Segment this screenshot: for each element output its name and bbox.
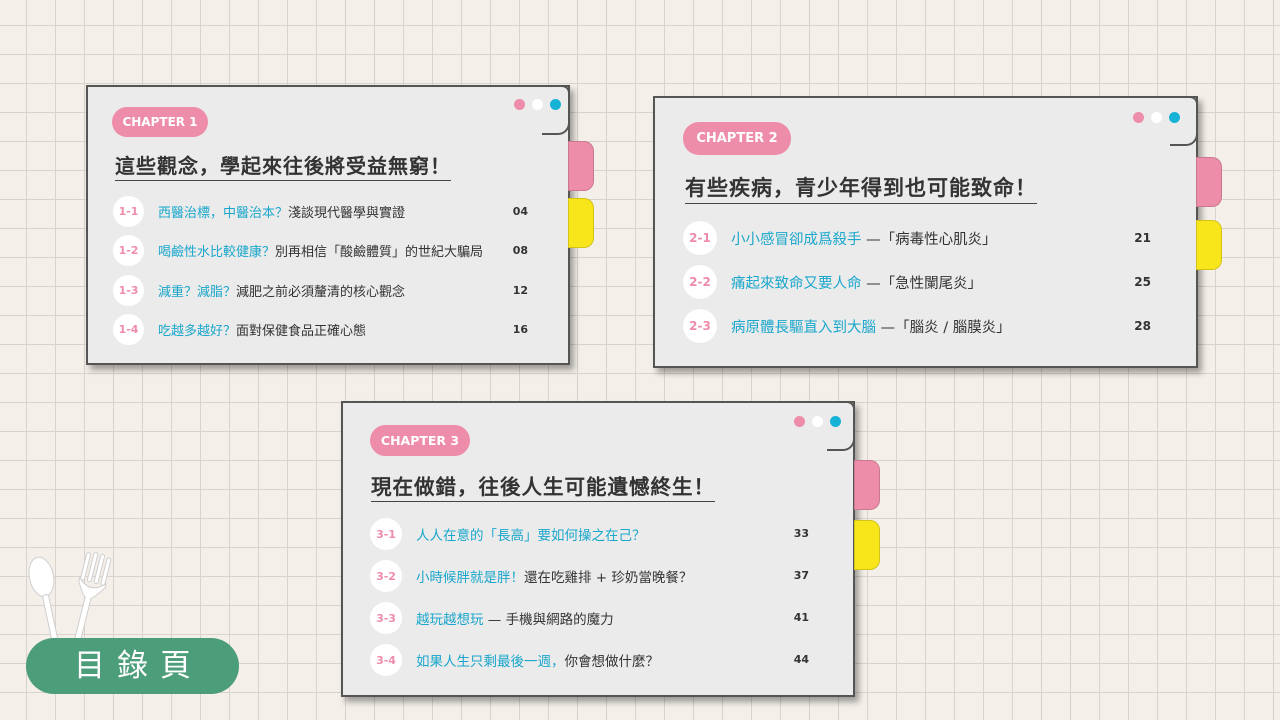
toc-entry[interactable]: 2-1 小小感冒卻成爲殺手 —「病毒性心肌炎」 — [683, 221, 997, 255]
white-dot-icon — [1151, 112, 1162, 123]
fork-icon — [73, 552, 112, 644]
page-number: 12 — [512, 284, 528, 297]
entry-number: 3-2 — [370, 560, 402, 592]
entry-text: 痛起來致命又要人命 —「急性闌尾炎」 — [731, 272, 982, 293]
toc-entry[interactable]: 2-2 痛起來致命又要人命 —「急性闌尾炎」 — [683, 265, 982, 299]
window-dots — [514, 99, 561, 110]
entry-highlight: 人人在意的「長高」要如何操之在己？ — [416, 528, 646, 544]
chapter1-card: CHAPTER 1 這些觀念，學起來往後將受益無窮！ 1-1 西醫治標，中醫治本… — [86, 85, 570, 365]
entry-highlight: 吃越多越好？ — [158, 324, 237, 339]
entry-number: 2-1 — [683, 221, 717, 255]
chapter3-title: 現在做錯，往後人生可能遺憾終生！ — [371, 470, 715, 502]
chapter2-card: CHAPTER 2 有些疾病，青少年得到也可能致命！ 2-1 小小感冒卻成爲殺手… — [653, 96, 1198, 368]
toc-entry[interactable]: 1-3 減重？減脂？減肥之前必須釐清的核心觀念 — [113, 275, 405, 306]
entry-rest: 淺談現代醫學與實證 — [288, 206, 406, 221]
entry-text: 小小感冒卻成爲殺手 —「病毒性心肌炎」 — [731, 228, 997, 249]
entry-number: 2-3 — [683, 309, 717, 343]
toc-entry[interactable]: 1-2 喝鹼性水比較健康？別再相信「酸鹼體質」的世紀大騙局 — [113, 235, 483, 266]
entry-rest: 你會想做什麼？ — [564, 654, 660, 670]
entry-text: 如果人生只剩最後一週，你會想做什麼？ — [416, 650, 659, 670]
entry-highlight: 西醫治標，中醫治本？ — [158, 206, 289, 221]
entry-highlight: 減重？減脂？ — [158, 285, 237, 300]
toc-entry[interactable]: 3-4 如果人生只剩最後一週，你會想做什麼？ — [370, 644, 659, 676]
entry-highlight: 越玩越想玩 — [416, 612, 484, 628]
entry-text: 病原體長驅直入到大腦 —「腦炎 / 腦膜炎」 — [731, 316, 1011, 337]
entry-highlight: 小時候胖就是胖！ — [416, 570, 524, 586]
toc-entry[interactable]: 3-2 小時候胖就是胖！還在吃雞排 + 珍奶當晚餐？ — [370, 560, 692, 592]
toc-entry[interactable]: 1-1 西醫治標，中醫治本？淺談現代醫學與實證 — [113, 196, 405, 227]
entry-number: 3-3 — [370, 602, 402, 634]
page-number: 28 — [1134, 319, 1151, 333]
blue-dot-icon — [830, 416, 841, 427]
window-dots — [1133, 112, 1180, 123]
card-notch — [542, 85, 570, 135]
blue-dot-icon — [1169, 112, 1180, 123]
toc-entry[interactable]: 3-3 越玩越想玩 — 手機與網路的魔力 — [370, 602, 614, 634]
entry-text: 小時候胖就是胖！還在吃雞排 + 珍奶當晚餐？ — [416, 566, 692, 586]
toc-entry[interactable]: 1-4 吃越多越好？面對保健食品正確心態 — [113, 314, 366, 345]
spoon-icon — [28, 556, 59, 644]
entry-highlight: 喝鹼性水比較健康？ — [158, 245, 276, 260]
chapter2-tab-pink[interactable] — [1196, 157, 1222, 207]
entry-number: 1-2 — [113, 235, 144, 266]
pink-dot-icon — [514, 99, 525, 110]
entry-text: 人人在意的「長高」要如何操之在己？ — [416, 524, 646, 544]
entry-rest: 還在吃雞排 + 珍奶當晚餐？ — [524, 570, 693, 586]
page-number: 08 — [512, 244, 528, 257]
chapter2-pill: CHAPTER 2 — [683, 122, 791, 155]
page-number: 37 — [793, 569, 809, 582]
entry-number: 3-4 — [370, 644, 402, 676]
pink-dot-icon — [1133, 112, 1144, 123]
entry-highlight: 如果人生只剩最後一週， — [416, 654, 565, 670]
entry-text: 吃越多越好？面對保健食品正確心態 — [158, 320, 366, 339]
table-of-contents-badge: 目錄頁 — [26, 638, 239, 694]
chapter3-tab-yellow[interactable] — [854, 520, 880, 570]
chapter2-tab-yellow[interactable] — [1196, 220, 1222, 270]
entry-rest: — 手機與網路的魔力 — [487, 612, 614, 628]
chapter2-title: 有些疾病，青少年得到也可能致命！ — [685, 172, 1037, 204]
chapter1-tab-yellow[interactable] — [568, 198, 594, 248]
entry-text: 西醫治標，中醫治本？淺談現代醫學與實證 — [158, 202, 405, 221]
page-number: 25 — [1134, 275, 1151, 289]
entry-text: 喝鹼性水比較健康？別再相信「酸鹼體質」的世紀大騙局 — [158, 241, 483, 260]
page-number: 33 — [793, 527, 809, 540]
chapter3-card: CHAPTER 3 現在做錯，往後人生可能遺憾終生！ 3-1 人人在意的「長高」… — [341, 401, 855, 697]
entry-rest: —「急性闌尾炎」 — [866, 275, 983, 292]
page-number: 44 — [793, 653, 809, 666]
entry-rest: —「腦炎 / 腦膜炎」 — [880, 319, 1011, 336]
chapter3-tab-pink[interactable] — [854, 460, 880, 510]
page-number: 16 — [512, 323, 528, 336]
entry-number: 1-4 — [113, 314, 144, 345]
entry-number: 1-1 — [113, 196, 144, 227]
page-number: 41 — [793, 611, 809, 624]
white-dot-icon — [812, 416, 823, 427]
chapter1-pill: CHAPTER 1 — [112, 107, 208, 137]
page-number: 04 — [512, 205, 528, 218]
entry-text: 越玩越想玩 — 手機與網路的魔力 — [416, 608, 614, 628]
window-dots — [794, 416, 841, 427]
chapter1-title: 這些觀念，學起來往後將受益無窮！ — [115, 150, 451, 181]
entry-highlight: 病原體長驅直入到大腦 — [731, 319, 876, 336]
entry-number: 1-3 — [113, 275, 144, 306]
entry-number: 3-1 — [370, 518, 402, 550]
entry-rest: 減肥之前必須釐清的核心觀念 — [236, 285, 406, 300]
entry-text: 減重？減脂？減肥之前必須釐清的核心觀念 — [158, 281, 405, 300]
entry-highlight: 痛起來致命又要人命 — [731, 275, 862, 292]
white-dot-icon — [532, 99, 543, 110]
entry-rest: 面對保健食品正確心態 — [236, 324, 367, 339]
page-number: 21 — [1134, 231, 1151, 245]
chapter1-tab-pink[interactable] — [568, 141, 594, 191]
pink-dot-icon — [794, 416, 805, 427]
entry-rest: —「病毒性心肌炎」 — [866, 231, 997, 248]
entry-highlight: 小小感冒卻成爲殺手 — [731, 231, 862, 248]
entry-rest: 別再相信「酸鹼體質」的世紀大騙局 — [275, 245, 484, 260]
chapter3-pill: CHAPTER 3 — [370, 425, 470, 456]
entry-number: 2-2 — [683, 265, 717, 299]
toc-entry[interactable]: 3-1 人人在意的「長高」要如何操之在己？ — [370, 518, 646, 550]
blue-dot-icon — [550, 99, 561, 110]
toc-entry[interactable]: 2-3 病原體長驅直入到大腦 —「腦炎 / 腦膜炎」 — [683, 309, 1011, 343]
cutlery-icon — [28, 552, 112, 644]
